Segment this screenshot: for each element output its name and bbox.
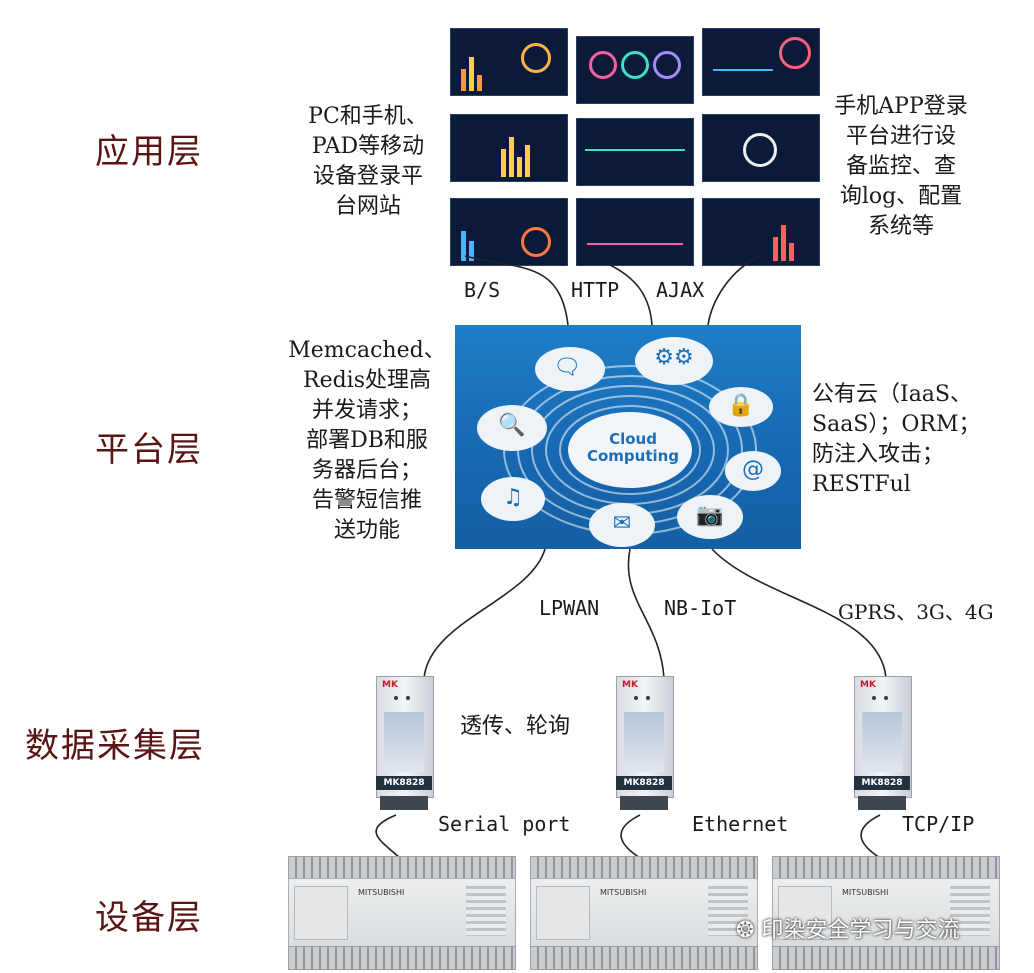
dashboard-panel (450, 114, 568, 182)
protocol-bs: B/S (464, 278, 501, 302)
gateway-brand: MK (860, 680, 876, 690)
dashboard-panel (576, 198, 694, 266)
dashboard-panel (450, 198, 568, 266)
watermark: ❂ 印染安全学习与交流 (736, 912, 959, 944)
plc-brand: MITSUBISHI (842, 888, 889, 897)
plc-device: MITSUBISHI (530, 856, 758, 970)
gateway-device: MK MK8828 (854, 676, 912, 812)
protocol-http: HTTP (571, 278, 620, 302)
connector-bs (464, 255, 569, 326)
connector-serial (375, 814, 401, 859)
connector-tcpip (860, 814, 881, 859)
watermark-text: 印染安全学习与交流 (761, 918, 960, 943)
note-acquisition: 透传、轮询 (460, 714, 571, 739)
dashboard-panel (702, 198, 820, 266)
protocol-ethernet: Ethernet (692, 812, 789, 836)
wechat-icon: ❂ (736, 918, 762, 943)
mail-bubble (589, 503, 655, 547)
at-sign-icon: @ (742, 457, 764, 482)
protocol-ajax: AJAX (656, 278, 705, 302)
cloud-title-line2: Computing (586, 447, 680, 465)
music-icon: ♫ (503, 485, 523, 510)
camera-icon: 📷 (696, 503, 724, 528)
protocol-lpwan: LPWAN (539, 596, 600, 620)
music-bubble (481, 477, 545, 521)
dashboard-panel (702, 114, 820, 182)
layer-label-platform: 平台层 (95, 430, 203, 470)
gears-bubble (635, 337, 713, 385)
connector-http (609, 264, 653, 326)
mail-icon: ✉ (612, 511, 632, 536)
layer-label-acquisition: 数据采集层 (25, 726, 205, 766)
cloud-rings (503, 365, 757, 535)
connector-ethernet (620, 814, 641, 859)
dashboard-panel (702, 28, 820, 96)
plc-device: MITSUBISHI (288, 856, 516, 970)
at-bubble (725, 451, 781, 491)
chat-bubble (535, 347, 605, 391)
cloud-title-line1: Cloud (609, 430, 657, 448)
dashboard-panel (450, 28, 568, 96)
dashboard-panel (576, 118, 694, 186)
gateway-device: MK MK8828 (616, 676, 674, 812)
layer-label-application: 应用层 (95, 132, 203, 172)
protocol-cellular: GPRS、3G、4G (838, 600, 994, 624)
gateway-device: MK MK8828 (376, 676, 434, 812)
gateway-model: MK8828 (854, 776, 910, 790)
gateway-brand: MK (382, 680, 398, 690)
dashboard-panel (576, 36, 694, 104)
search-icon: 🔍 (498, 413, 526, 438)
layer-label-device: 设备层 (95, 898, 203, 938)
search-bubble (477, 405, 547, 451)
plc-brand: MITSUBISHI (358, 888, 405, 897)
dashboard-wall-image (448, 22, 824, 272)
connector-ajax (707, 255, 761, 326)
gateway-model: MK8828 (616, 776, 672, 790)
camera-bubble (677, 495, 743, 539)
connector-cellular (711, 548, 887, 679)
chat-icon: 🗨 (553, 355, 581, 380)
protocol-nbiot: NB-IoT (664, 596, 737, 620)
note-app-right: 手机APP登录 平台进行设 备监控、查 询log、配置 系统等 (834, 94, 968, 239)
lock-bubble (709, 387, 773, 427)
gears-icon: ⚙⚙ (654, 345, 694, 370)
plc-device: MITSUBISHI (772, 856, 1000, 970)
lock-icon: 🔒 (727, 393, 755, 418)
connector-nbiot (627, 548, 665, 679)
cloud-computing-image: Cloud Computing 🗨 ⚙⚙ 🔒 🔍 @ ♫ ✉ 📷 (455, 325, 801, 549)
note-platform-left: Memcached、 Redis处理高 并发请求； 部署DB和服 务器后台； 告… (288, 338, 446, 543)
gateway-model: MK8828 (376, 776, 432, 790)
plc-brand: MITSUBISHI (600, 888, 647, 897)
connector-lpwan (423, 548, 546, 679)
note-app-left: PC和手机、 PAD等移动 设备登录平 台网站 (308, 104, 428, 219)
protocol-tcpip: TCP/IP (902, 812, 975, 836)
note-platform-right: 公有云（IaaS、 SaaS）；ORM； 防注入攻击； RESTFul (812, 382, 981, 497)
protocol-serial: Serial port (438, 812, 571, 836)
gateway-brand: MK (622, 680, 638, 690)
cloud-title: Cloud Computing (573, 431, 693, 465)
